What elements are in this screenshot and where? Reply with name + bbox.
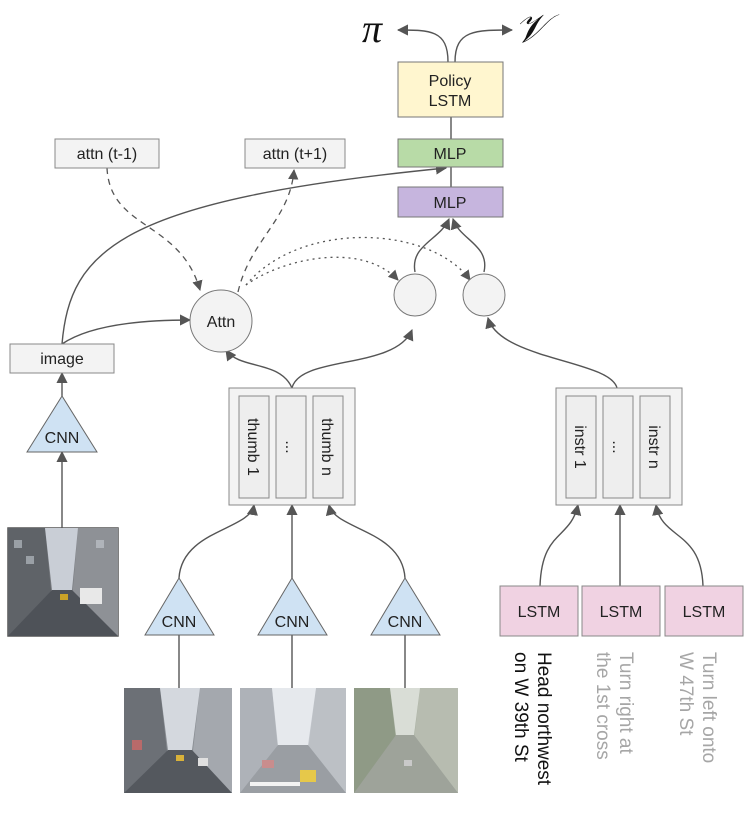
instruction-3-line2: W 47th St — [675, 652, 696, 736]
cnn-triangle-2: CNN — [257, 577, 328, 636]
attn-prev-box: attn (t-1) — [54, 138, 160, 169]
cnn-triangle-3: CNN — [370, 577, 441, 636]
instruction-2-line1: Turn right at — [615, 652, 636, 754]
attn-node-label: Attn — [207, 314, 235, 331]
combine-circle-1 — [393, 273, 437, 317]
instr-cell-1 — [565, 395, 597, 499]
instruction-1-line2: on W 39th St — [510, 652, 531, 763]
policy-lstm-box: Policy LSTM — [397, 61, 504, 118]
attn-prev-label: attn (t-1) — [77, 146, 137, 163]
edge-lstm3-to-instrs — [652, 503, 704, 587]
edge-policy-to-v — [454, 24, 514, 63]
edge-circle2-to-mlp — [450, 217, 486, 273]
cnn-triangle-image: CNN — [26, 395, 98, 453]
thumb-cell-3 — [312, 395, 344, 499]
street-view-image — [7, 527, 119, 637]
lstm-box-3: LSTM — [664, 585, 744, 637]
thumb-label-2: ... — [282, 440, 299, 453]
dashed-edges — [106, 167, 299, 293]
thumbnail-image-2 — [240, 688, 346, 793]
thumb-cell-1 — [238, 395, 270, 499]
lstm-box-2: LSTM — [581, 585, 661, 637]
instr-cell-2 — [602, 395, 634, 499]
instruction-text-2: Turn right at the 1st cross — [592, 652, 636, 760]
policy-lstm-line2: LSTM — [429, 93, 472, 110]
instr-label-1: instr 1 — [571, 425, 588, 469]
attn-node: Attn — [189, 289, 253, 353]
combine-circle-2 — [462, 273, 506, 317]
instr-cell-3 — [639, 395, 671, 499]
instr-label-3: instr n — [645, 425, 662, 469]
edge-image-to-attn — [61, 314, 192, 345]
edge-attn-prev-to-attn — [106, 167, 203, 291]
edge-lstm1-to-instrs — [539, 503, 582, 587]
value-symbol: 𝒱 — [514, 6, 560, 51]
edge-image-to-mlp — [61, 163, 448, 345]
dotted-edges — [245, 237, 471, 286]
cnn-label-3: CNN — [388, 614, 423, 631]
instruction-1-line1: Head northwest — [533, 652, 554, 786]
edge-attn-to-circle1-dotted — [245, 256, 399, 286]
lstm-box-1: LSTM — [499, 585, 579, 637]
lstm-label-3: LSTM — [683, 604, 726, 621]
thumbnail-image-1 — [124, 688, 232, 793]
edges — [56, 24, 704, 688]
edge-policy-to-pi — [396, 24, 449, 63]
mlp-purple-box: MLP — [397, 186, 504, 218]
thumb-label-3: thumb n — [318, 418, 335, 476]
mlp-green-label: MLP — [434, 146, 467, 163]
instruction-text-1: Head northwest on W 39th St — [510, 652, 554, 786]
cnn-label-image: CNN — [45, 430, 80, 447]
thumb-label-1: thumb 1 — [244, 418, 261, 476]
cnn-label-2: CNN — [275, 614, 310, 631]
instruction-3-line1: Turn left onto — [698, 652, 719, 763]
policy-lstm-line1: Policy — [429, 73, 472, 90]
edge-instrs-to-circle2 — [485, 316, 618, 389]
edge-attn-to-circle2-dotted — [245, 237, 471, 286]
lstm-label-2: LSTM — [600, 604, 643, 621]
thumbs-stack: thumb 1 ... thumb n — [228, 387, 356, 506]
image-box-label: image — [40, 351, 84, 368]
lstm-label-1: LSTM — [518, 604, 561, 621]
edge-circle1-to-mlp — [413, 217, 451, 273]
instr-label-2: ... — [609, 440, 626, 453]
mlp-green-box: MLP — [397, 138, 504, 168]
instrs-stack: instr 1 ... instr n — [555, 387, 683, 506]
attn-next-label: attn (t+1) — [263, 146, 327, 163]
image-box: image — [9, 343, 115, 374]
edge-thumbs-to-attn — [225, 349, 293, 389]
attn-next-box: attn (t+1) — [244, 138, 346, 169]
edge-attn-to-attn-next — [237, 168, 299, 293]
edge-thumbs-to-circle1 — [291, 328, 414, 389]
instruction-text-3: Turn left onto W 47th St — [675, 652, 719, 763]
edge-cnn1-to-thumbs — [178, 503, 258, 579]
policy-symbol: π — [362, 6, 383, 51]
cnn-label-1: CNN — [162, 614, 197, 631]
thumbnail-image-3 — [354, 688, 458, 793]
instruction-2-line2: the 1st cross — [592, 652, 613, 760]
mlp-purple-label: MLP — [434, 195, 467, 212]
thumb-cell-2 — [275, 395, 307, 499]
edge-cnn3-to-thumbs — [325, 503, 406, 579]
cnn-triangle-1: CNN — [144, 577, 215, 636]
